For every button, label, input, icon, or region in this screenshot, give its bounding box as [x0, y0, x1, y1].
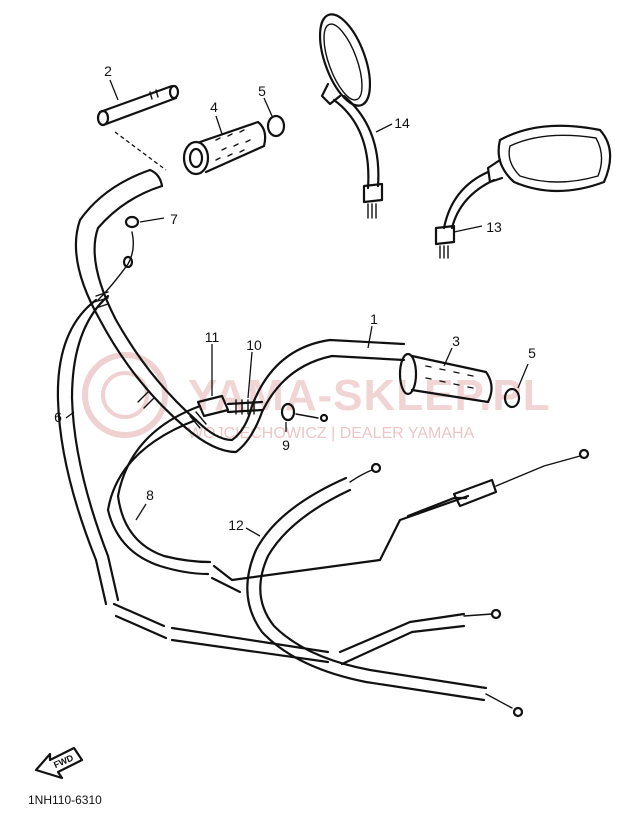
callout-5-upper: 5 [258, 83, 266, 99]
part-6-cable [56, 291, 120, 606]
callout-5-right: 5 [528, 345, 536, 361]
leader-13 [453, 225, 483, 233]
watermark-logo-ring [82, 352, 168, 438]
part-1-handlebar [74, 168, 406, 454]
part-14-mirror-left [318, 13, 384, 219]
leader-5a [263, 97, 273, 117]
callout-13: 13 [486, 219, 502, 235]
leader-5b [517, 363, 529, 389]
part-9-bolt [280, 402, 329, 423]
part-3-grip [398, 352, 493, 404]
leader-3 [443, 347, 453, 367]
callout-3: 3 [452, 333, 460, 349]
leader-8 [135, 503, 147, 521]
callouts: 1 2 3 4 5 5 6 7 8 9 10 11 12 13 14 [54, 63, 536, 533]
leader-2 [109, 79, 119, 101]
part-12-cable [246, 448, 590, 718]
callout-1: 1 [370, 311, 378, 327]
callout-7: 7 [170, 211, 178, 227]
leader-7 [139, 217, 165, 223]
part-11-holder [196, 394, 230, 418]
leader-10 [247, 351, 253, 399]
dashed-guide [114, 131, 167, 171]
leader-14 [375, 123, 393, 133]
part-13-mirror-right [434, 124, 612, 259]
callout-11: 11 [205, 329, 220, 345]
callout-10: 10 [246, 337, 262, 353]
part-8-cable [106, 404, 470, 594]
part-10-adjuster [226, 399, 264, 415]
part-2-weight-shaft [96, 84, 180, 127]
leader-6 [65, 411, 75, 419]
diagram-code: 1NH110-6310 [28, 793, 102, 807]
callout-6: 6 [54, 409, 62, 425]
callout-2: 2 [104, 63, 112, 79]
part-5-end-cap-upper [266, 114, 286, 138]
cable-7-end [122, 255, 134, 269]
watermark-logo-inner [101, 371, 149, 419]
fwd-label: FWD [52, 752, 75, 770]
watermark-dealer: WOJCIECHOWICZ | DEALER YAMAHA [188, 425, 475, 442]
leader-1 [367, 325, 373, 349]
callout-9: 9 [282, 437, 290, 453]
leader-4 [215, 115, 223, 135]
part-5-end-cap-right [503, 387, 521, 409]
part-4-grip [182, 120, 267, 176]
part-7-cable-adjuster [124, 215, 140, 229]
cable-lower-long [112, 602, 502, 666]
callout-4: 4 [210, 99, 218, 115]
leader-12 [245, 527, 261, 537]
callout-12: 12 [228, 517, 244, 533]
fwd-arrow-icon: FWD [34, 746, 84, 780]
callout-14: 14 [394, 115, 410, 131]
callout-8: 8 [146, 487, 154, 503]
cable-7 [97, 231, 135, 301]
